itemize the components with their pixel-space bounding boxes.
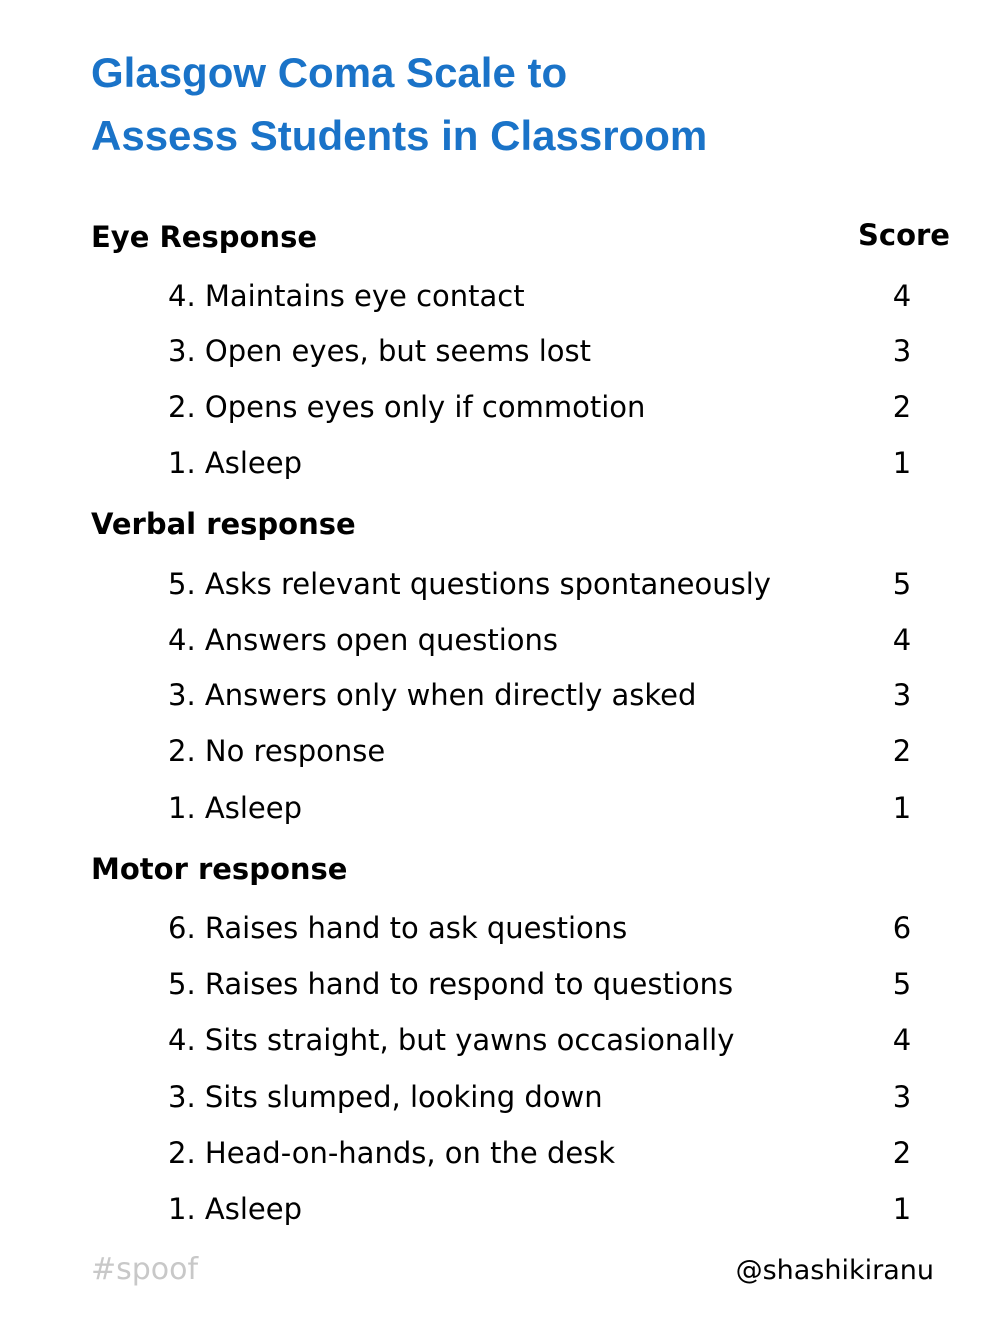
item-score: 4 xyxy=(892,623,912,657)
list-item: 3. Sits slumped, looking down 3 xyxy=(0,1077,1000,1117)
item-score: 5 xyxy=(892,967,912,1001)
spoof-hashtag: #spoof xyxy=(91,1252,199,1287)
page-title-line-1: Glasgow Coma Scale to xyxy=(91,49,568,96)
list-item: 4. Sits straight, but yawns occasionally… xyxy=(0,1020,1000,1060)
item-score: 1 xyxy=(892,446,912,480)
item-label: 4. Sits straight, but yawns occasionally xyxy=(168,1023,735,1057)
item-label: 3. Open eyes, but seems lost xyxy=(168,334,591,368)
list-item: 1. Asleep 1 xyxy=(0,1189,1000,1229)
item-score: 2 xyxy=(892,1136,912,1170)
list-item: 3. Answers only when directly asked 3 xyxy=(0,675,1000,715)
section-heading-verbal: Verbal response xyxy=(91,507,356,541)
list-item: 5. Asks relevant questions spontaneously… xyxy=(0,564,1000,604)
list-item: 4. Answers open questions 4 xyxy=(0,620,1000,660)
item-score: 1 xyxy=(892,1192,912,1226)
list-item: 2. Opens eyes only if commotion 2 xyxy=(0,387,1000,427)
author-handle: @shashikiranu xyxy=(735,1255,934,1286)
list-item: 1. Asleep 1 xyxy=(0,788,1000,828)
item-label: 4. Maintains eye contact xyxy=(168,279,525,313)
list-item: 2. No response 2 xyxy=(0,731,1000,771)
item-score: 2 xyxy=(892,390,912,424)
list-item: 2. Head-on-hands, on the desk 2 xyxy=(0,1133,1000,1173)
item-label: 4. Answers open questions xyxy=(168,623,559,657)
item-score: 3 xyxy=(892,678,912,712)
item-label: 1. Asleep xyxy=(168,791,302,825)
item-score: 4 xyxy=(892,279,912,313)
section-heading-motor: Motor response xyxy=(91,852,348,886)
item-score: 3 xyxy=(892,334,912,368)
section-heading-eye: Eye Response xyxy=(91,220,317,254)
item-label: 1. Asleep xyxy=(168,446,302,480)
list-item: 3. Open eyes, but seems lost 3 xyxy=(0,331,1000,371)
item-score: 6 xyxy=(892,911,912,945)
list-item: 1. Asleep 1 xyxy=(0,443,1000,483)
score-column-header: Score xyxy=(858,218,950,252)
item-label: 2. No response xyxy=(168,734,386,768)
item-label: 3. Sits slumped, looking down xyxy=(168,1080,603,1114)
item-label: 6. Raises hand to ask questions xyxy=(168,911,628,945)
item-label: 5. Raises hand to respond to questions xyxy=(168,967,734,1001)
item-score: 2 xyxy=(892,734,912,768)
item-score: 4 xyxy=(892,1023,912,1057)
item-label: 1. Asleep xyxy=(168,1192,302,1226)
item-score: 5 xyxy=(892,567,912,601)
list-item: 4. Maintains eye contact 4 xyxy=(0,276,1000,316)
item-score: 1 xyxy=(892,791,912,825)
item-label: 2. Head-on-hands, on the desk xyxy=(168,1136,616,1170)
item-label: 2. Opens eyes only if commotion xyxy=(168,390,646,424)
page-title-line-2: Assess Students in Classroom xyxy=(91,112,708,159)
item-label: 5. Asks relevant questions spontaneously xyxy=(168,567,771,601)
list-item: 6. Raises hand to ask questions 6 xyxy=(0,908,1000,948)
item-label: 3. Answers only when directly asked xyxy=(168,678,697,712)
item-score: 3 xyxy=(892,1080,912,1114)
list-item: 5. Raises hand to respond to questions 5 xyxy=(0,964,1000,1004)
